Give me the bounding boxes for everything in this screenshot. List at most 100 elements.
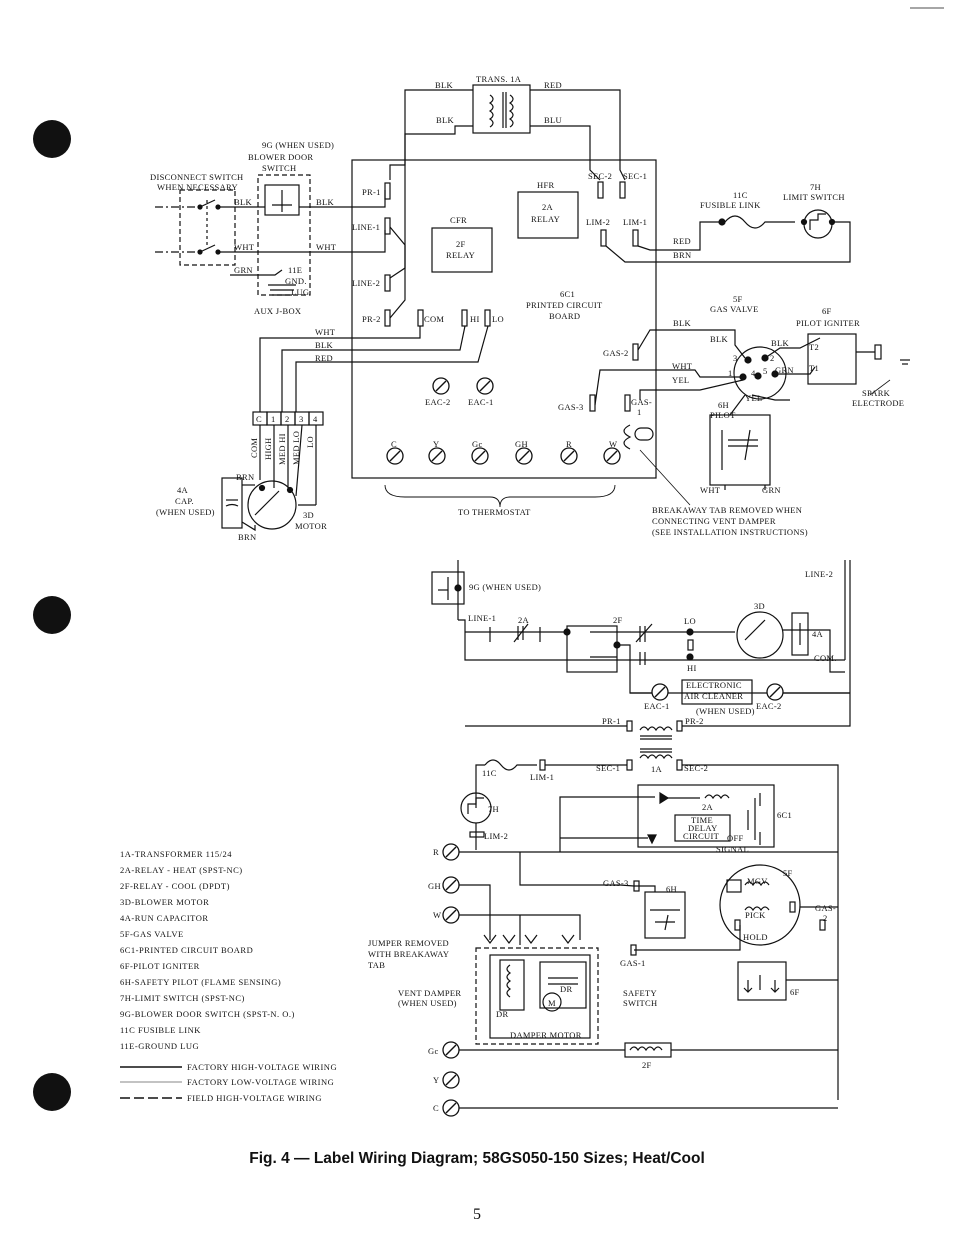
label-n1: 1 — [728, 368, 733, 378]
label-blower-door-2: BLOWER DOOR — [248, 152, 313, 162]
label-s-gas2b: 2 — [823, 913, 828, 923]
label-brn-right: BRN — [673, 250, 691, 260]
label-s-hi: HI — [687, 663, 697, 673]
label-term-4: 4 — [313, 414, 318, 424]
run-capacitor-4a — [221, 477, 243, 529]
label-cap-2: CAP. — [175, 496, 194, 506]
legend-item: 6F-PILOT IGNITER — [120, 961, 200, 971]
label-s-pr1: PR-1 — [602, 716, 621, 726]
label-breakaway-3: (SEE INSTALLATION INSTRUCTIONS) — [652, 527, 808, 537]
heat-relay-2a — [517, 191, 579, 239]
label-s-com: COM. — [814, 653, 837, 663]
label-pr1: PR-1 — [362, 187, 381, 197]
label-limit-1: 7H — [810, 182, 821, 192]
label-s-eac1: EAC-1 — [644, 701, 670, 711]
label-s-eac2: EAC-2 — [756, 701, 782, 711]
label-blk-gv3: BLK — [771, 338, 789, 348]
label-pr2: PR-2 — [362, 314, 381, 324]
thermostat-terminal-gc — [471, 447, 489, 465]
label-s-hold: HOLD — [743, 932, 768, 942]
label-pilot-1: 6H — [718, 400, 729, 410]
label-brn-motor1: BRN — [236, 472, 254, 482]
label-igniter-2: PILOT IGNITER — [796, 318, 860, 328]
label-blk-lower: BLK — [315, 340, 333, 350]
blower-motor-3d — [247, 480, 297, 530]
label-cfr: CFR — [450, 215, 467, 225]
label-s-time-1: TIME — [691, 815, 713, 825]
wiring-legend-item: FIELD HIGH-VOLTAGE WIRING — [187, 1093, 322, 1103]
label-gas1b: 1 — [637, 407, 642, 417]
label-disconnect-2: WHEN NECESSARY — [157, 182, 238, 192]
label-grn-left: GRN — [234, 265, 253, 275]
label-s-sec2: SEC-2 — [684, 763, 708, 773]
label-r: R — [566, 439, 572, 449]
binder-hole-bottom — [33, 1073, 71, 1111]
label-brn-motor2: BRN — [238, 532, 256, 542]
label-s-time-3: CIRCUIT — [683, 831, 720, 841]
wiring-legend: FACTORY HIGH-VOLTAGE WIRING FACTORY LOW-… — [187, 1062, 337, 1103]
label-gnd2: GND. — [285, 276, 307, 286]
label-pilot-2: PILOT — [710, 410, 736, 420]
label-s-vent-1: VENT DAMPER — [398, 988, 461, 998]
label-wht-pilot: WHT — [700, 485, 721, 495]
label-yel-gv: YEL — [672, 375, 689, 385]
label-eac2: EAC-2 — [425, 397, 451, 407]
label-s-safety-2: SWITCH — [623, 998, 657, 1008]
label-fusible-2: FUSIBLE LINK — [700, 200, 761, 210]
control-box-outline — [351, 159, 657, 479]
label-term-c: C — [256, 414, 262, 424]
label-n2: 2 — [770, 353, 775, 363]
label-blk-gv2: BLK — [710, 334, 728, 344]
legend-item: 6C1-PRINTED CIRCUIT BOARD — [120, 945, 253, 955]
label-lim2: LIM-2 — [586, 217, 610, 227]
legend-item: 1A-TRANSFORMER 115/24 — [120, 849, 232, 859]
label-s-m: M — [548, 998, 556, 1008]
label-mw-high: HIGH — [263, 438, 273, 460]
label-s-11c: 11C — [482, 768, 497, 778]
label-mw-medhi: MED HI — [277, 433, 287, 465]
label-s-2a: 2A — [518, 615, 530, 625]
label-s-2a-b: 2A — [702, 802, 714, 812]
label-s-eac-2: AIR CLEANER — [684, 691, 743, 701]
thermostat-terminal-c — [386, 447, 404, 465]
label-disconnect-1: DISCONNECT SWITCH — [150, 172, 244, 182]
wiring-legend-item: FACTORY LOW-VOLTAGE WIRING — [187, 1077, 334, 1087]
legend-item: 11C FUSIBLE LINK — [120, 1025, 201, 1035]
figure-caption: Fig. 4 — Label Wiring Diagram; 58GS050-1… — [249, 1150, 705, 1167]
label-s-sec1: SEC-1 — [596, 763, 620, 773]
label-relay2a: 2A — [542, 202, 554, 212]
eac-terminal-1 — [476, 377, 494, 395]
thermostat-terminal-r — [560, 447, 578, 465]
label-n5: 5 — [763, 366, 768, 376]
page-number: 5 — [473, 1206, 481, 1223]
label-blk-gv: BLK — [673, 318, 691, 328]
label-pcb-l2: BOARD — [549, 311, 580, 321]
label-n3: 3 — [733, 353, 738, 363]
label-s-w: W — [433, 910, 441, 920]
label-trans: TRANS. 1A — [476, 74, 522, 84]
label-t2: T2 — [809, 342, 819, 352]
label-s-7h: 7H — [488, 804, 499, 814]
label-relay2f: 2F — [456, 239, 466, 249]
label-blk-left2: BLK — [316, 197, 334, 207]
label-s-pick: PICK — [745, 910, 766, 920]
label-s-damper-motor: DAMPER MOTOR — [510, 1030, 582, 1040]
label-s-6c1: 6C1 — [777, 810, 792, 820]
label-term-1: 1 — [271, 414, 276, 424]
label-mw-medlo: MED LO — [291, 431, 301, 465]
label-spark-2: ELECTRODE — [852, 398, 904, 408]
label-gnd1: 11E — [288, 265, 302, 275]
label-wht-mid: WHT — [315, 327, 336, 337]
label-limit-2: LIMIT SWITCH — [783, 192, 845, 202]
label-line1: LINE-1 — [352, 222, 380, 232]
label-relay-word-a: RELAY — [531, 214, 560, 224]
label-sec2: SEC-2 — [588, 171, 612, 181]
label-cap-3: (WHEN USED) — [156, 507, 215, 517]
label-s-mgv: MGV — [747, 876, 768, 886]
label-term-3: 3 — [299, 414, 304, 424]
legend-item: 4A-RUN CAPACITOR — [120, 913, 209, 923]
label-red-lower: RED — [315, 353, 333, 363]
label-s-6h: 6H — [666, 884, 677, 894]
label-s-time-2: DELAY — [688, 823, 718, 833]
label-blu: BLU — [544, 115, 562, 125]
